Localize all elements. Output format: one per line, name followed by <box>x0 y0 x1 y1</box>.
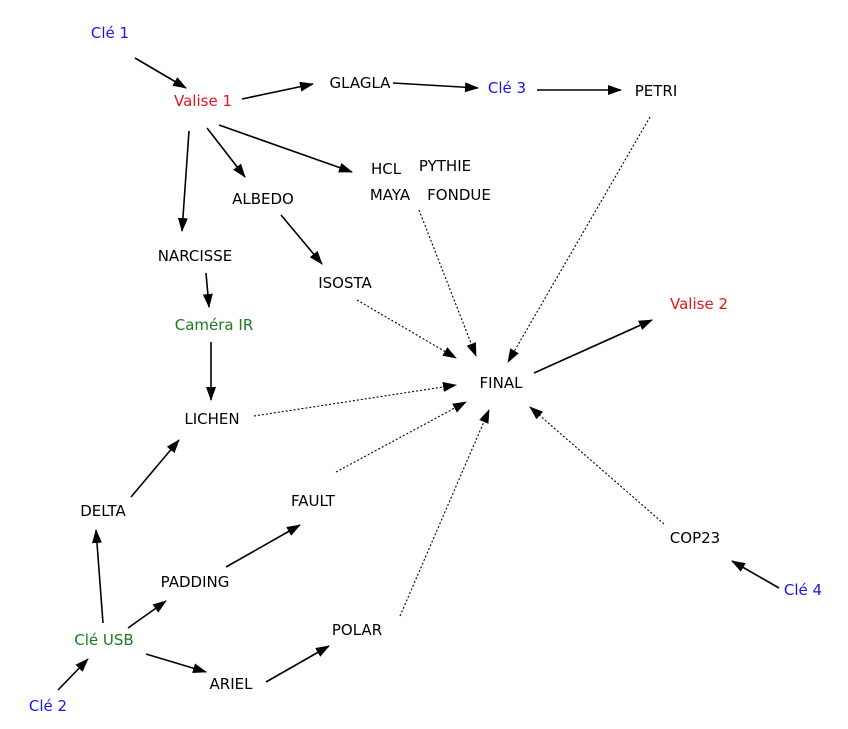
node-cle-3: Clé 3 <box>487 79 527 97</box>
node-final: FINAL <box>479 374 523 392</box>
edge-maya-to-final <box>418 209 477 357</box>
node-valise-2: Valise 2 <box>670 295 728 313</box>
edge-cle4-to-cop23 <box>731 560 780 589</box>
node-maya: MAYA <box>369 186 411 204</box>
node-cle-4: Clé 4 <box>783 581 823 599</box>
edge-lichen-to-final <box>253 382 457 417</box>
edge-cle2-to-cle-usb <box>57 658 89 691</box>
edge-cop23-to-final <box>529 406 665 525</box>
node-petri: PETRI <box>634 82 678 100</box>
node-cle-1: Clé 1 <box>90 24 130 42</box>
node-cle-2: Clé 2 <box>28 697 68 715</box>
edge-cle-usb-to-delta <box>91 529 104 624</box>
edge-narcisse-to-camera-ir <box>202 272 213 308</box>
node-cle-usb: Clé USB <box>74 631 134 649</box>
edge-polar-to-final <box>399 409 490 617</box>
node-lichen: LICHEN <box>184 410 240 428</box>
edge-cle-usb-to-ariel <box>145 653 207 674</box>
edge-valise1-to-hcl <box>218 124 353 173</box>
edge-valise1-to-albedo <box>206 127 246 178</box>
edge-isosta-to-final <box>356 299 457 359</box>
node-padding: PADDING <box>160 573 230 591</box>
edge-ariel-to-polar <box>265 645 330 683</box>
node-delta: DELTA <box>80 502 126 520</box>
edge-glagla-to-cle3 <box>392 82 479 93</box>
node-hcl: HCL <box>370 160 402 178</box>
node-ariel: ARIEL <box>209 675 253 693</box>
node-fault: FAULT <box>291 492 335 510</box>
node-glagla: GLAGLA <box>329 74 391 92</box>
edge-valise1-to-glagla <box>241 81 314 100</box>
node-valise-1: Valise 1 <box>174 92 232 110</box>
node-polar: POLAR <box>331 621 383 639</box>
node-fondue: FONDUE <box>427 186 491 204</box>
node-cop23: COP23 <box>669 529 721 547</box>
edge-cle1-to-valise1 <box>134 57 187 89</box>
node-narcisse: NARCISSE <box>157 247 233 265</box>
edge-delta-to-lichen <box>130 439 180 498</box>
edge-albedo-to-isosta <box>280 214 323 265</box>
edge-final-to-valise2 <box>533 319 653 374</box>
node-pythie: PYTHIE <box>418 157 472 175</box>
edge-cle-usb-to-padding <box>127 600 167 629</box>
node-isosta: ISOSTA <box>318 274 372 292</box>
edge-valise1-to-narcisse <box>177 130 190 232</box>
node-albedo: ALBEDO <box>232 190 294 208</box>
node-camera-ir: Caméra IR <box>174 316 254 334</box>
edge-petri-to-final <box>507 116 651 363</box>
edge-padding-to-fault <box>225 524 301 568</box>
edge-fault-to-final <box>335 401 467 473</box>
